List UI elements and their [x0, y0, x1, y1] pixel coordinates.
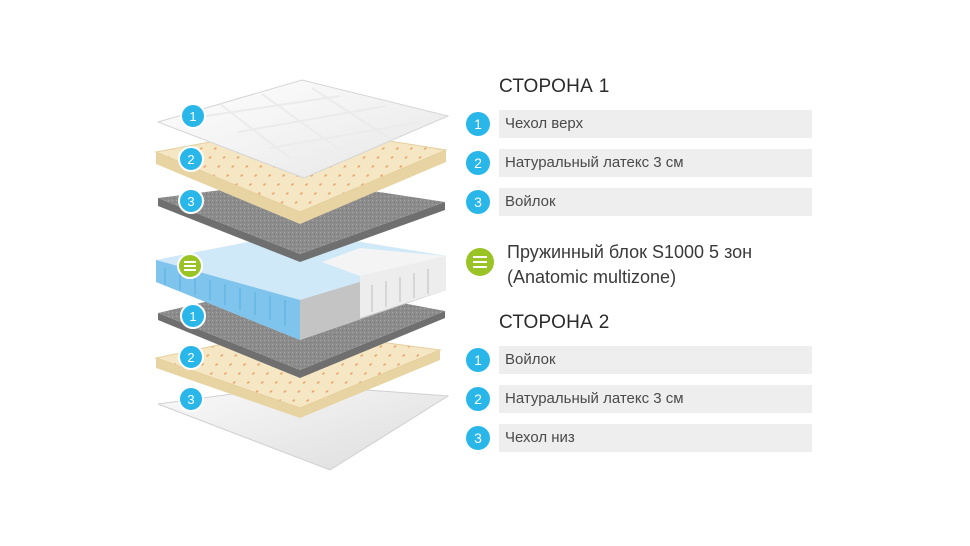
illustration-badge-top-3: 3	[178, 188, 204, 214]
illustration-badge-bottom-3: 3	[178, 386, 204, 412]
item-bar	[499, 424, 812, 452]
spring-block-label: Пружинный блок S1000 5 зон (Anatomic mul…	[507, 240, 752, 290]
illustration-list-icon	[177, 253, 203, 279]
side2-item-3: 3 Чехол низ	[466, 424, 812, 452]
svg-text:3: 3	[187, 392, 194, 407]
svg-text:2: 2	[187, 350, 194, 365]
top-cover-layer	[156, 79, 450, 179]
side1-item-2: 2 Натуральный латекс 3 см	[466, 149, 812, 177]
svg-text:1: 1	[189, 109, 196, 124]
item-bar	[499, 346, 812, 374]
side1-item-1: 1 Чехол верх	[466, 110, 812, 138]
item-label: Натуральный латекс 3 см	[505, 390, 684, 407]
illustration-badge-bottom-2: 2	[178, 344, 204, 370]
side1-item-3: 3 Войлок	[466, 188, 812, 216]
number-badge: 1	[466, 112, 490, 136]
number-badge: 2	[466, 387, 490, 411]
item-label: Натуральный латекс 3 см	[505, 154, 684, 171]
number-badge: 3	[466, 426, 490, 450]
item-label: Войлок	[505, 351, 556, 368]
spring-block-item: Пружинный блок S1000 5 зон (Anatomic mul…	[466, 240, 812, 292]
item-bar	[499, 110, 812, 138]
spring-block-line2: (Anatomic multizone)	[507, 267, 677, 287]
item-bar	[499, 385, 812, 413]
illustration-badge-top-1: 1	[180, 103, 206, 129]
item-bar	[499, 149, 812, 177]
svg-text:2: 2	[187, 152, 194, 167]
svg-text:3: 3	[187, 194, 194, 209]
side1-title: СТОРОНА 1	[499, 76, 610, 97]
list-icon	[466, 248, 494, 276]
svg-text:1: 1	[189, 309, 196, 324]
illustration-badge-bottom-1: 1	[180, 303, 206, 329]
number-badge: 2	[466, 151, 490, 175]
item-label: Чехол низ	[505, 429, 575, 446]
spring-block-layer	[156, 232, 446, 340]
side2-title: СТОРОНА 2	[499, 312, 610, 333]
item-label: Чехол верх	[505, 115, 584, 132]
side2-item-1: 1 Войлок	[466, 346, 812, 374]
side2-item-2: 2 Натуральный латекс 3 см	[466, 385, 812, 413]
number-badge: 3	[466, 190, 490, 214]
illustration-badge-top-2: 2	[178, 146, 204, 172]
spring-block-line1: Пружинный блок S1000 5 зон	[507, 242, 753, 262]
mattress-layers-illustration: 1 2 3 1 2 3	[154, 79, 450, 471]
item-bar	[499, 188, 812, 216]
number-badge: 1	[466, 348, 490, 372]
item-label: Войлок	[505, 193, 556, 210]
